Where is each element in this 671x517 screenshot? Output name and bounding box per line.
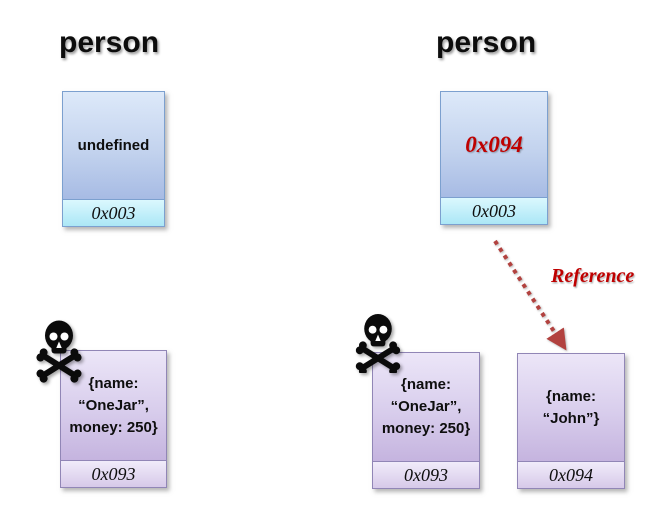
object-line: money: 250}: [69, 418, 158, 436]
right-variable-box: 0x094 0x003: [440, 91, 548, 225]
left-object-box: {name: “OneJar”, money: 250} 0x093: [60, 350, 167, 488]
right-dead-object-value: {name: “OneJar”, money: 250}: [373, 353, 479, 461]
right-dead-object-address: 0x093: [373, 461, 479, 488]
reference-arrow: [493, 239, 567, 351]
left-variable-address: 0x003: [63, 199, 164, 226]
skull-crossbones-icon: [355, 313, 401, 373]
skull-crossbones-icon: [36, 320, 82, 383]
right-dead-object-box: {name: “OneJar”, money: 250} 0x093: [372, 352, 480, 489]
left-variable-box: undefined 0x003: [62, 91, 165, 227]
left-variable-title: person: [59, 26, 160, 59]
object-line: “OneJar”,: [390, 398, 462, 415]
object-line: “John”}: [542, 409, 600, 427]
right-referenced-object-box: {name: “John”} 0x094: [517, 353, 625, 489]
object-line: money: 250}: [381, 420, 471, 437]
right-variable-value: 0x094: [441, 92, 547, 197]
left-variable-value: undefined: [63, 92, 164, 199]
reference-arrow-label: Reference: [551, 265, 635, 287]
right-variable-title: person: [436, 26, 537, 59]
right-referenced-object-value: {name: “John”}: [518, 354, 624, 461]
right-variable-address: 0x003: [441, 197, 547, 224]
left-object-value: {name: “OneJar”, money: 250}: [61, 351, 166, 460]
left-object-address: 0x093: [61, 460, 166, 487]
right-referenced-object-address: 0x094: [518, 461, 624, 488]
object-line: “OneJar”,: [78, 396, 149, 414]
object-line: {name:: [400, 376, 452, 393]
object-line: {name:: [88, 374, 139, 392]
object-line: {name:: [545, 387, 597, 405]
